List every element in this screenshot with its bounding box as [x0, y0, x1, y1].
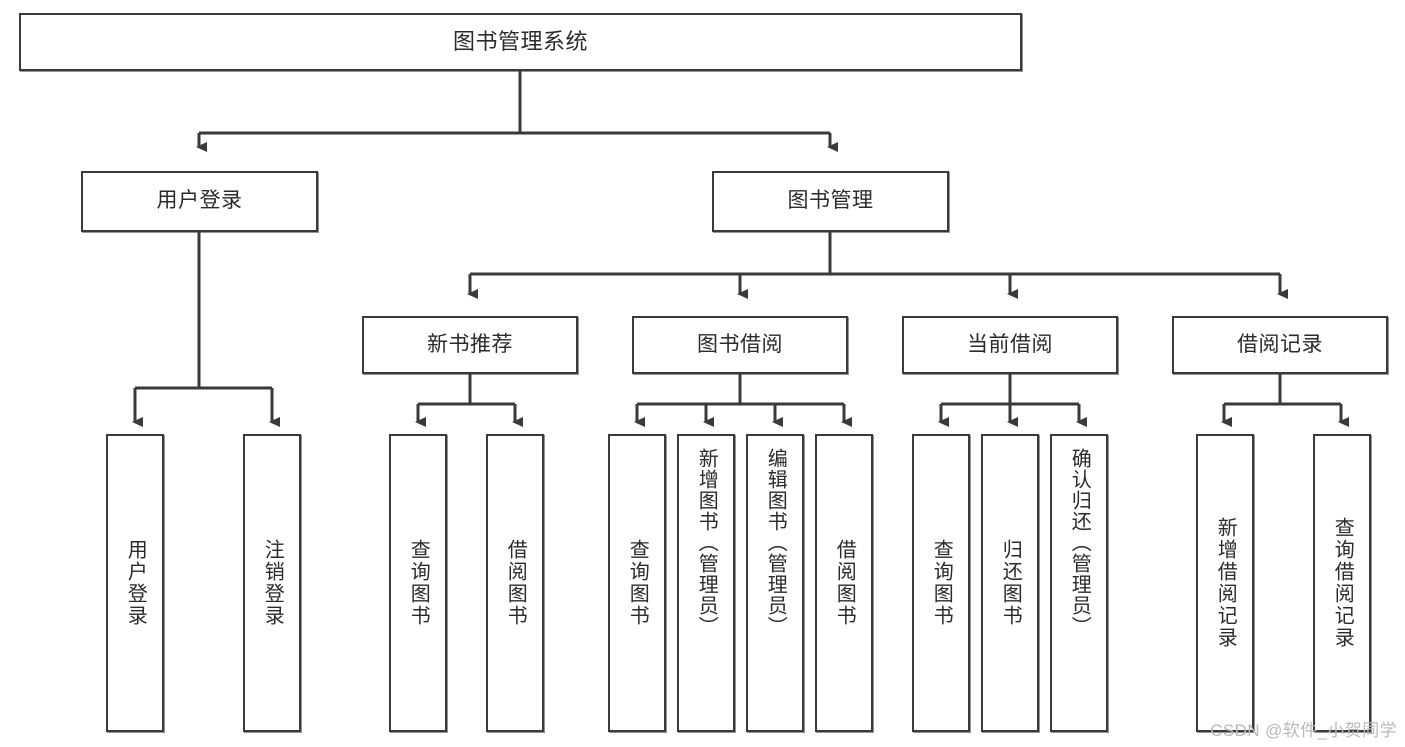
node-label-book-borrowing: 图书借阅: [697, 332, 783, 356]
leaf-borrow-book-new-book[interactable]: 借阅图书: [486, 434, 544, 732]
leaf-label-confirm-return-admin: 确认归还（管理员）: [1068, 448, 1091, 637]
leaf-add-book-admin[interactable]: 新增图书（管理员）: [677, 434, 735, 732]
leaf-query-book-borrowing[interactable]: 查询图书: [608, 434, 666, 732]
node-current-borrowing[interactable]: 当前借阅: [902, 316, 1118, 374]
node-label-borrowing-record: 借阅记录: [1237, 332, 1323, 356]
leaf-label-borrow-book-2: 借阅图书: [833, 539, 856, 627]
node-label-root: 图书管理系统: [452, 29, 588, 55]
leaf-query-book-current[interactable]: 查询图书: [912, 434, 970, 732]
leaf-confirm-return-admin[interactable]: 确认归还（管理员）: [1050, 434, 1108, 732]
node-root-system[interactable]: 图书管理系统: [19, 13, 1022, 71]
leaf-query-book-new-book[interactable]: 查询图书: [389, 434, 447, 732]
leaf-label-query-book-1: 查询图书: [407, 539, 430, 627]
node-label-user-login: 用户登录: [156, 189, 243, 213]
node-book-management[interactable]: 图书管理: [712, 171, 949, 232]
leaf-label-return-book: 归还图书: [999, 539, 1022, 627]
leaf-add-borrow-record[interactable]: 新增借阅记录: [1196, 434, 1254, 732]
leaf-return-book[interactable]: 归还图书: [981, 434, 1039, 732]
leaf-user-login[interactable]: 用户登录: [106, 434, 164, 732]
node-label-current-borrowing: 当前借阅: [967, 332, 1053, 356]
leaf-edit-book-admin[interactable]: 编辑图书（管理员）: [746, 434, 804, 732]
leaf-label-add-book-admin: 新增图书（管理员）: [695, 448, 718, 637]
watermark-text: CSDN @软件_小贺同学: [1210, 721, 1397, 740]
leaf-label-borrow-book-1: 借阅图书: [504, 539, 527, 627]
node-user-login[interactable]: 用户登录: [81, 171, 318, 232]
leaf-label-logout: 注销登录: [261, 539, 284, 627]
node-book-borrowing[interactable]: 图书借阅: [632, 316, 848, 374]
leaf-label-user-login: 用户登录: [124, 539, 147, 627]
node-label-new-book-recommendation: 新书推荐: [427, 332, 513, 356]
node-new-book-recommendation[interactable]: 新书推荐: [362, 316, 578, 374]
leaf-label-add-borrow-record: 新增借阅记录: [1214, 517, 1237, 649]
node-label-book-management: 图书管理: [787, 189, 874, 213]
leaf-query-borrow-record[interactable]: 查询借阅记录: [1313, 434, 1371, 732]
leaf-label-edit-book-admin: 编辑图书（管理员）: [764, 448, 787, 637]
leaf-logout[interactable]: 注销登录: [243, 434, 301, 732]
node-borrowing-record[interactable]: 借阅记录: [1172, 316, 1388, 374]
leaf-label-query-borrow-record: 查询借阅记录: [1331, 517, 1354, 649]
leaf-borrow-book-borrowing[interactable]: 借阅图书: [815, 434, 873, 732]
leaf-label-query-book-3: 查询图书: [930, 539, 953, 627]
leaf-label-query-book-2: 查询图书: [626, 539, 649, 627]
